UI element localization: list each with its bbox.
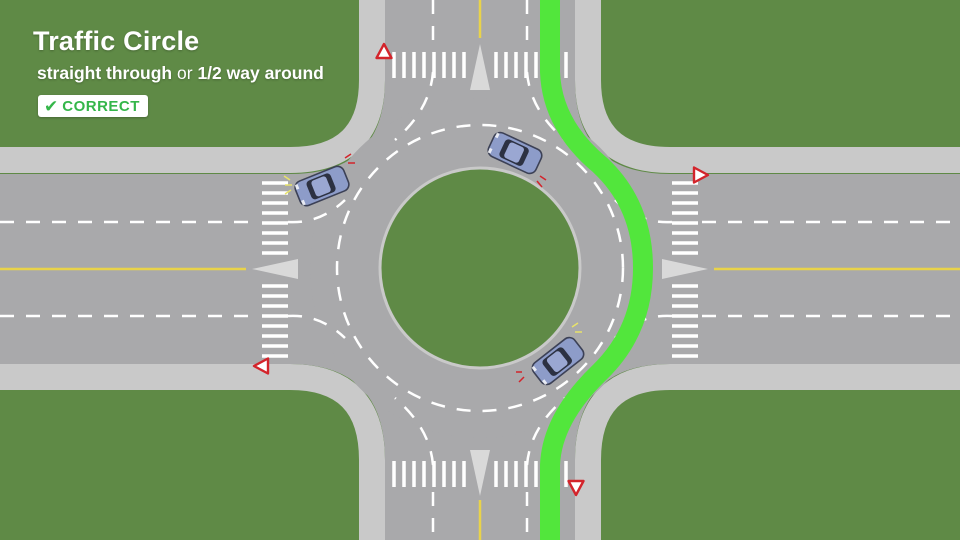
status-badge-label: CORRECT	[62, 97, 140, 115]
page-title: Traffic Circle	[33, 26, 200, 56]
route-highlight	[540, 0, 653, 540]
subtitle-part1: straight through	[37, 63, 173, 83]
splitter-islands	[252, 44, 708, 496]
checkmark-icon: ✔	[44, 96, 59, 116]
subtitle-part2: 1/2 way around	[197, 63, 324, 83]
status-badge: ✔ CORRECT	[38, 95, 148, 117]
turn-signal-flashes	[283, 175, 582, 333]
subtitle: straight through or 1/2 way around	[37, 63, 324, 84]
brake-light-flashes	[344, 153, 547, 383]
central-island	[378, 166, 582, 370]
subtitle-or: or	[177, 63, 193, 83]
crosswalk-stripes	[262, 52, 698, 487]
